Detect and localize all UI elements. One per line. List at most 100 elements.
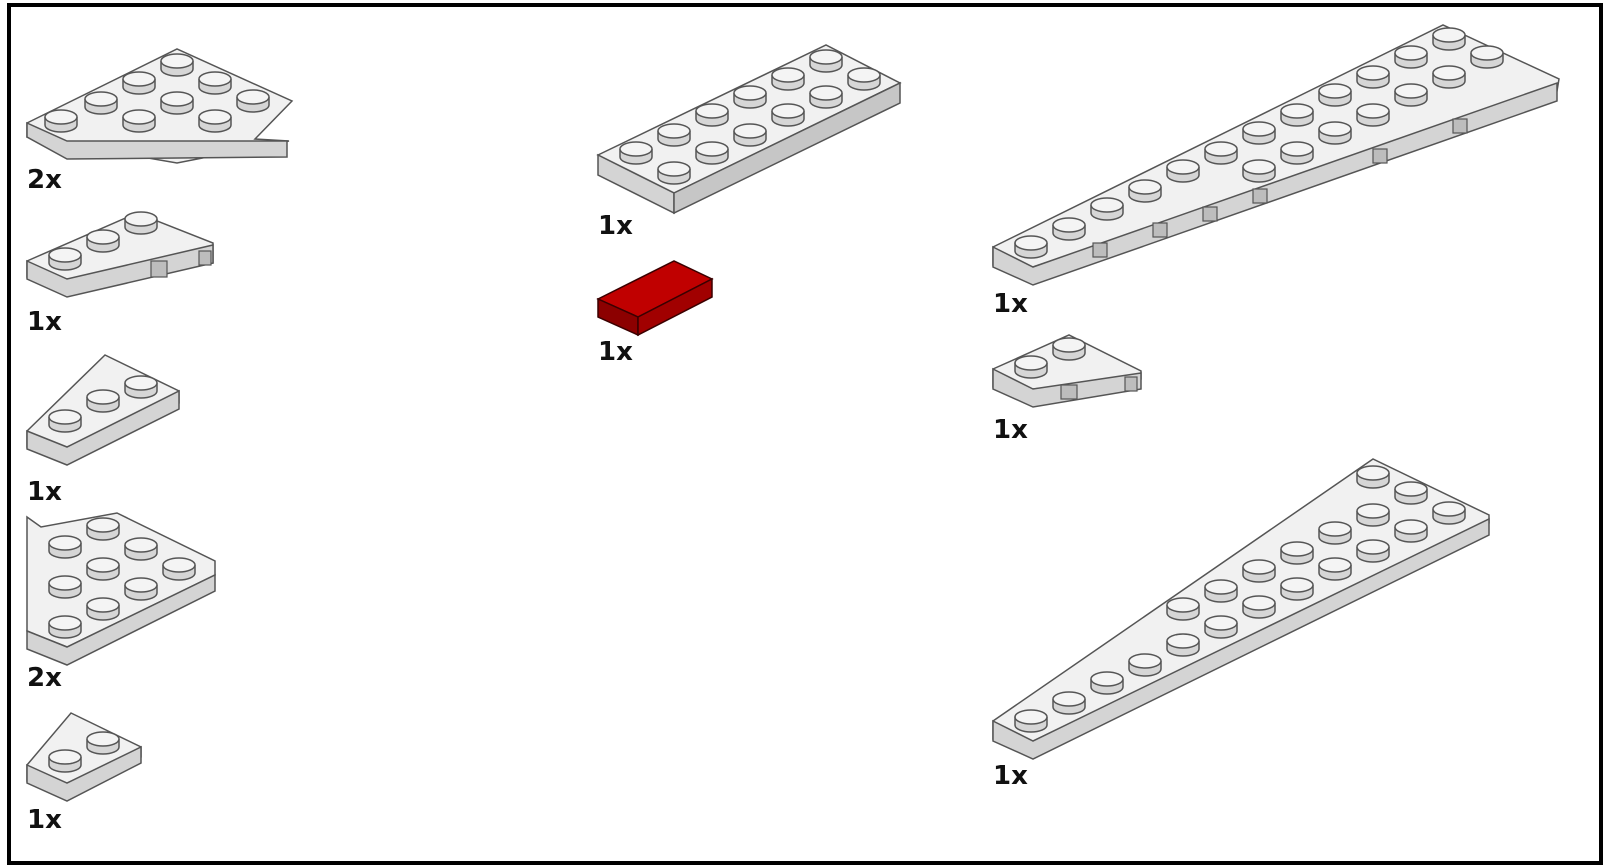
stud-icon [658, 162, 690, 184]
stud-icon [1319, 522, 1351, 544]
stud-icon [734, 86, 766, 108]
stud-icon [1205, 142, 1237, 164]
stud-icon [1091, 198, 1123, 220]
stud-icon [810, 50, 842, 72]
part-qty: 1x [993, 763, 1028, 789]
stud-icon [49, 750, 81, 772]
stud-icon [85, 92, 117, 114]
part-wedge-plate-2x2-cutout: 1x [993, 333, 1153, 453]
stud-icon [1395, 84, 1427, 106]
stud-icon [1471, 46, 1503, 68]
stud-icon [1281, 578, 1313, 600]
part-wedge-plate-small-cutout: 1x [27, 207, 227, 337]
part-wedge-plate-cutout: 2x [27, 45, 307, 195]
stud-icon [734, 124, 766, 146]
stud-icon [1357, 504, 1389, 526]
part-wedge-plate-long-cutout: 1x [993, 21, 1573, 321]
stud-icon [1281, 104, 1313, 126]
stud-icon [1167, 160, 1199, 182]
stud-icon [1395, 482, 1427, 504]
stud-icon [123, 110, 155, 132]
stud-icon [1053, 338, 1085, 360]
stud-icon [1015, 710, 1047, 732]
stud-icon [1433, 502, 1465, 524]
stud-icon [1129, 180, 1161, 202]
wedge-plate-cutout-icon [27, 45, 307, 195]
stud-icon [1281, 142, 1313, 164]
stud-icon [658, 124, 690, 146]
stud-icon [123, 72, 155, 94]
stud-icon [45, 110, 77, 132]
stud-icon [161, 54, 193, 76]
stud-icon [125, 376, 157, 398]
stud-icon [49, 410, 81, 432]
stud-icon [1129, 654, 1161, 676]
part-qty: 1x [27, 309, 62, 335]
stud-icon [1357, 466, 1389, 488]
stud-icon [87, 598, 119, 620]
stud-icon [810, 86, 842, 108]
stud-icon [1433, 28, 1465, 50]
stud-icon [1433, 66, 1465, 88]
stud-icon [1319, 558, 1351, 580]
stud-icon [620, 142, 652, 164]
stud-icon [1357, 540, 1389, 562]
part-qty: 1x [598, 339, 633, 365]
stud-icon [1357, 66, 1389, 88]
stud-icon [1319, 122, 1351, 144]
part-qty: 1x [993, 291, 1028, 317]
part-qty: 1x [27, 479, 62, 505]
stud-icon [237, 90, 269, 112]
stud-icon [1243, 560, 1275, 582]
stud-icon [1053, 692, 1085, 714]
stud-icon [1281, 542, 1313, 564]
part-wedge-plate-4x4: 2x [27, 513, 227, 703]
stud-icon [49, 616, 81, 638]
stud-icon [772, 104, 804, 126]
stud-icon [87, 518, 119, 540]
stud-icon [49, 536, 81, 558]
stud-icon [199, 72, 231, 94]
stud-icon [848, 68, 880, 90]
stud-icon [1205, 580, 1237, 602]
wedge-plate-long-icon [993, 459, 1503, 809]
stud-icon [696, 142, 728, 164]
stud-icon [1205, 616, 1237, 638]
stud-icon [199, 110, 231, 132]
stud-icon [1395, 520, 1427, 542]
stud-icon [1167, 634, 1199, 656]
stud-icon [1243, 160, 1275, 182]
wedge-plate-long-cutout-icon [993, 21, 1573, 321]
part-wedge-plate-3x2: 1x [27, 351, 197, 501]
part-plate-2x6: 1x [598, 45, 918, 245]
stud-icon [125, 538, 157, 560]
stud-icon [87, 230, 119, 252]
stud-icon [1319, 84, 1351, 106]
stud-icon [87, 732, 119, 754]
stud-icon [1167, 598, 1199, 620]
stud-icon [772, 68, 804, 90]
stud-icon [163, 558, 195, 580]
part-wedge-plate-long: 1x [993, 459, 1503, 809]
part-tile-1x2: 1x [598, 261, 728, 371]
part-qty: 2x [27, 665, 62, 691]
stud-icon [696, 104, 728, 126]
part-qty: 1x [27, 807, 62, 833]
stud-icon [1015, 356, 1047, 378]
stud-icon [1357, 104, 1389, 126]
stud-icon [49, 248, 81, 270]
stud-icon [161, 92, 193, 114]
stud-icon [1243, 596, 1275, 618]
stud-icon [125, 578, 157, 600]
part-qty: 1x [993, 417, 1028, 443]
stud-icon [1015, 236, 1047, 258]
stud-icon [125, 212, 157, 234]
stud-icon [87, 558, 119, 580]
parts-list-panel: 2x 1x 1x 2x [7, 3, 1603, 865]
stud-icon [87, 390, 119, 412]
stud-icon [1243, 122, 1275, 144]
stud-icon [49, 576, 81, 598]
part-qty: 2x [27, 167, 62, 193]
stud-icon [1091, 672, 1123, 694]
plate-2x6-icon [598, 45, 918, 245]
